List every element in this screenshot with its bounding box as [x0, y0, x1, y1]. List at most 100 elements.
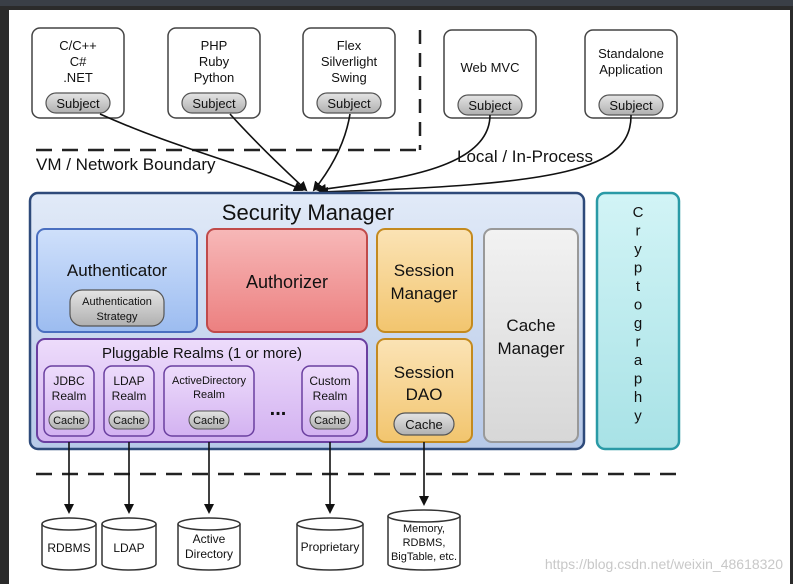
datastore-label-line: LDAP	[113, 541, 144, 555]
local-in-process-label: Local / In-Process	[457, 147, 593, 166]
client-label-line: PHP	[201, 38, 228, 53]
realm-custom: Custom Realm Cache	[301, 365, 359, 437]
datastore-label-line: Active	[193, 532, 226, 546]
arrow-dotnet-to-security-manager	[99, 113, 304, 192]
cache-label: Cache	[193, 415, 225, 427]
vm-network-boundary-label: VM / Network Boundary	[36, 155, 216, 174]
subject-label: Subject	[609, 98, 653, 113]
realm-label-line: Realm	[52, 389, 87, 403]
cryptography-letter: h	[634, 389, 642, 406]
client-label-line: C#	[70, 54, 87, 69]
session-dao-line: Session	[394, 363, 454, 382]
realm-label-line: Realm	[193, 389, 225, 401]
realm-label-line: ActiveDirectory	[172, 375, 246, 387]
realm-jdbc: JDBC Realm Cache	[43, 365, 95, 437]
cache-label: Cache	[113, 415, 145, 427]
cache-pill	[48, 410, 90, 430]
datastore-rdbms: RDBMS	[41, 517, 97, 571]
datastore-proprietary: Proprietary	[296, 517, 364, 571]
cryptography-letter: a	[634, 352, 643, 369]
datastore-ldap: LDAP	[101, 517, 157, 571]
cache-pill	[393, 412, 455, 436]
client-label-line: Standalone	[598, 46, 664, 61]
security-manager-title: Security Manager	[222, 200, 394, 225]
authentication-strategy-line: Strategy	[97, 311, 138, 323]
session-manager: Session Manager	[376, 228, 473, 333]
cache-label: Cache	[405, 417, 443, 432]
watermark: https://blog.csdn.net/weixin_48618320	[545, 556, 783, 572]
cryptography-letter: r	[636, 223, 641, 240]
client-label-line: Ruby	[199, 54, 230, 69]
cryptography-letter: t	[636, 278, 641, 295]
arrow-rich-ui-to-security-manager	[312, 113, 351, 192]
client-box-web-mvc: Web MVC Subject	[443, 29, 537, 119]
datastore-label-line: Directory	[185, 547, 233, 561]
client-box-scripting: PHP Ruby Python Subject	[167, 27, 261, 119]
cryptography-letter: p	[634, 260, 642, 277]
cryptography-letter: g	[634, 315, 642, 332]
subject-pill	[316, 92, 382, 114]
client-label-line: Silverlight	[321, 54, 378, 69]
datastore-label-line: BigTable, etc.	[391, 551, 457, 563]
realm-label-line: Custom	[309, 374, 350, 388]
authorizer-label: Authorizer	[246, 272, 328, 292]
client-box-rich-ui: Flex Silverlight Swing Subject	[302, 27, 396, 119]
datastore-label-line: Proprietary	[301, 540, 360, 554]
cryptography-letter: y	[634, 408, 642, 425]
cache-manager-line: Cache	[506, 316, 555, 335]
cache-label: Cache	[53, 415, 85, 427]
realm-label-line: Realm	[313, 389, 348, 403]
cache-label: Cache	[314, 415, 346, 427]
realm-label-line: Realm	[112, 389, 147, 403]
cryptography-letter: o	[634, 297, 642, 314]
cryptography-letter: r	[636, 334, 641, 351]
subject-label: Subject	[327, 96, 371, 111]
datastore-label-line: Memory,	[403, 523, 445, 535]
cache-pill	[188, 410, 230, 430]
subject-label: Subject	[192, 96, 236, 111]
datastore-arrows	[64, 442, 429, 514]
cryptography-letter: y	[634, 241, 642, 258]
subject-label: Subject	[468, 98, 512, 113]
client-label-line: C/C++	[59, 38, 97, 53]
realms-ellipsis: ...	[270, 398, 287, 420]
datastore-active-directory: Active Directory	[177, 517, 241, 571]
subject-label: Subject	[56, 96, 100, 111]
client-label-line: Web MVC	[461, 60, 520, 75]
authenticator: Authenticator Authentication Strategy	[36, 228, 198, 333]
client-label-line: .NET	[63, 70, 93, 85]
authorizer: Authorizer	[206, 228, 368, 333]
arrow-web-mvc-to-security-manager	[316, 114, 491, 194]
arrow-standalone-to-security-manager	[318, 114, 632, 197]
realm-label-line: JDBC	[53, 374, 85, 388]
arrow-scripting-to-security-manager	[229, 113, 308, 192]
authenticator-label: Authenticator	[67, 261, 168, 280]
cache-pill	[309, 410, 351, 430]
datastore-label-line: RDBMS	[47, 541, 90, 555]
cache-manager-line: Manager	[497, 339, 564, 358]
realm-label-line: LDAP	[113, 374, 144, 388]
session-dao-line: DAO	[406, 385, 443, 404]
datastore-memory: Memory, RDBMS, BigTable, etc.	[387, 509, 461, 571]
authentication-strategy-pill	[69, 289, 165, 327]
cache-manager: Cache Manager	[483, 228, 579, 443]
security-manager: Security Manager Authenticator Authentic…	[28, 191, 586, 451]
client-label-line: Python	[194, 70, 234, 85]
session-manager-line: Session	[394, 261, 454, 280]
client-box-standalone: Standalone Application Subject	[584, 29, 678, 119]
client-label-line: Swing	[331, 70, 366, 85]
subject-pill	[45, 92, 111, 114]
datastores: RDBMS LDAP Active Directory Proprietary …	[41, 509, 461, 571]
session-manager-line: Manager	[390, 284, 457, 303]
client-label-line: Flex	[337, 38, 362, 53]
realm-active-directory: ActiveDirectory Realm Cache	[163, 365, 255, 437]
session-dao: Session DAO Cache	[376, 338, 473, 443]
client-box-dotnet: C/C++ C# .NET Subject	[31, 27, 125, 119]
cryptography-letter: p	[634, 371, 642, 388]
pluggable-realms: Pluggable Realms (1 or more) JDBC Realm …	[36, 338, 368, 443]
datastore-label-line: RDBMS,	[403, 537, 446, 549]
client-arrows	[99, 113, 632, 197]
realm-ldap: LDAP Realm Cache	[103, 365, 155, 437]
